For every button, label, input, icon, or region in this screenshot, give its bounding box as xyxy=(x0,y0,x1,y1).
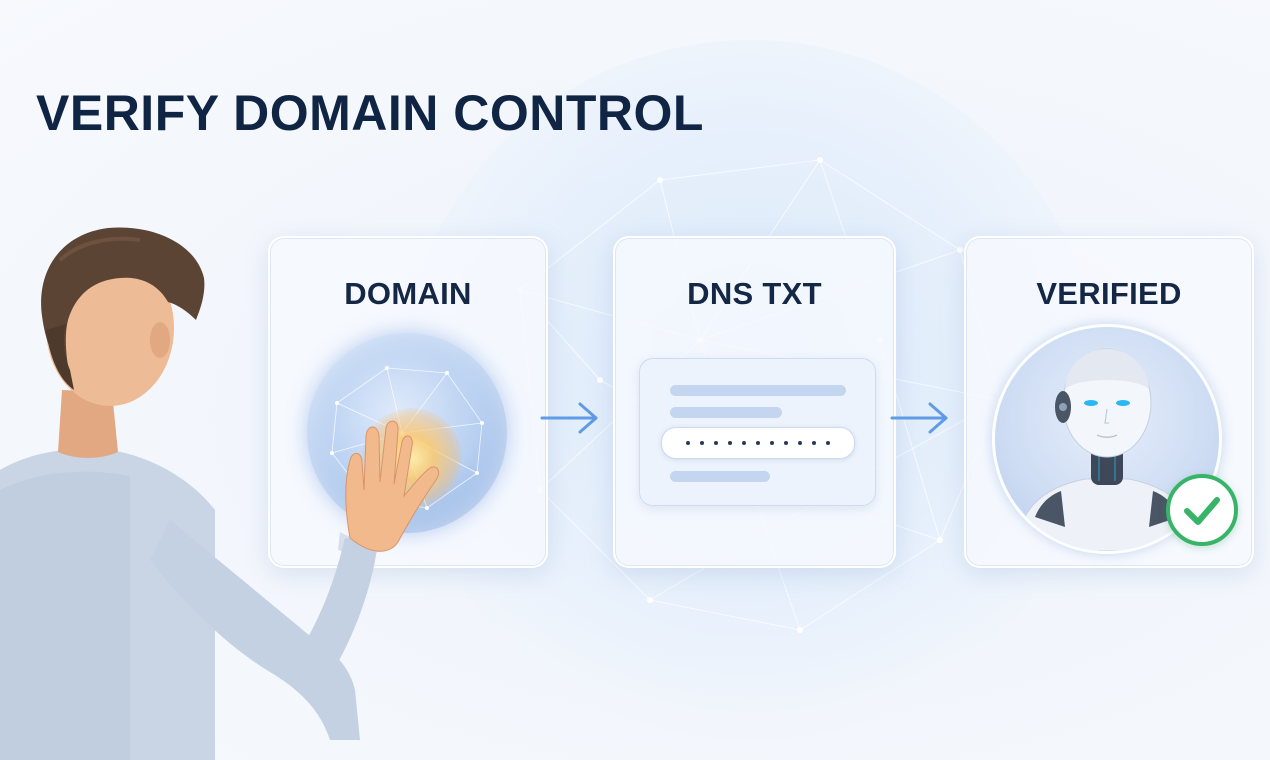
token-dot xyxy=(700,441,704,445)
step-label-domain: DOMAIN xyxy=(344,276,472,311)
record-line xyxy=(670,471,770,482)
arrow-right-icon xyxy=(888,398,952,438)
page-title: VERIFY DOMAIN CONTROL xyxy=(36,85,704,141)
token-dot xyxy=(798,441,802,445)
token-dot xyxy=(714,441,718,445)
token-dot xyxy=(770,441,774,445)
token-dot xyxy=(812,441,816,445)
txt-token-field xyxy=(661,427,855,459)
step-label-verified: VERIFIED xyxy=(1036,276,1182,311)
arrow-right-icon xyxy=(538,398,602,438)
person-illustration xyxy=(0,220,440,760)
step-card-verified: VERIFIED xyxy=(964,236,1254,568)
record-line xyxy=(670,385,846,396)
step-card-dns-txt: DNS TXT xyxy=(613,236,896,568)
token-dot xyxy=(728,441,732,445)
token-dot xyxy=(826,441,830,445)
dns-record-icon xyxy=(639,358,876,506)
step-label-dns-txt: DNS TXT xyxy=(687,276,822,311)
check-icon xyxy=(1166,474,1238,546)
token-dot xyxy=(756,441,760,445)
robot-avatar-icon xyxy=(992,324,1222,554)
token-dot xyxy=(742,441,746,445)
token-dot xyxy=(686,441,690,445)
record-line xyxy=(670,407,782,418)
token-dot xyxy=(784,441,788,445)
